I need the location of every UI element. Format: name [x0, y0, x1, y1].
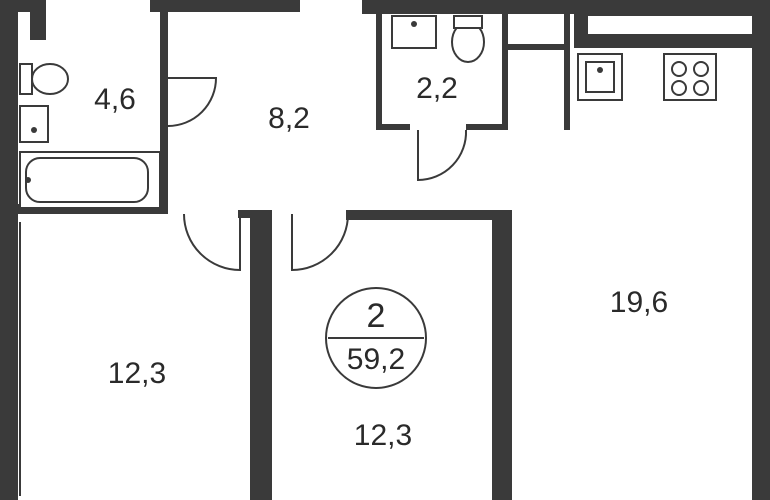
room-bathroom-area: 4,6	[94, 83, 136, 116]
room-wc-area: 2,2	[416, 72, 458, 105]
bathtub-icon	[19, 151, 161, 209]
wc-door	[417, 129, 468, 182]
center-bedroom-door	[291, 213, 349, 272]
left-bedroom-door	[183, 213, 241, 272]
area-badge: 2 59,2	[325, 287, 427, 389]
sink-icon	[19, 105, 49, 143]
stove-icon	[663, 53, 717, 101]
rooms-count: 2	[367, 297, 386, 335]
room-kitchen-living-area: 19,6	[610, 286, 668, 319]
wc-sink-icon	[391, 15, 437, 49]
room-bedroom-left-area: 12,3	[108, 357, 166, 390]
windows	[19, 222, 501, 496]
wc-toilet-icon	[451, 15, 485, 63]
total-area: 59,2	[347, 343, 405, 376]
room-hallway-area: 8,2	[268, 102, 310, 135]
toilet-icon	[19, 63, 69, 95]
fixtures	[19, 15, 717, 209]
doors	[167, 77, 468, 272]
kitchen-sink-icon	[577, 53, 623, 101]
room-bedroom-center-area: 12,3	[354, 419, 412, 452]
room-labels: 4,6 8,2 2,2 19,6 12,3 12,3	[94, 72, 668, 452]
bathroom-door	[167, 77, 218, 127]
